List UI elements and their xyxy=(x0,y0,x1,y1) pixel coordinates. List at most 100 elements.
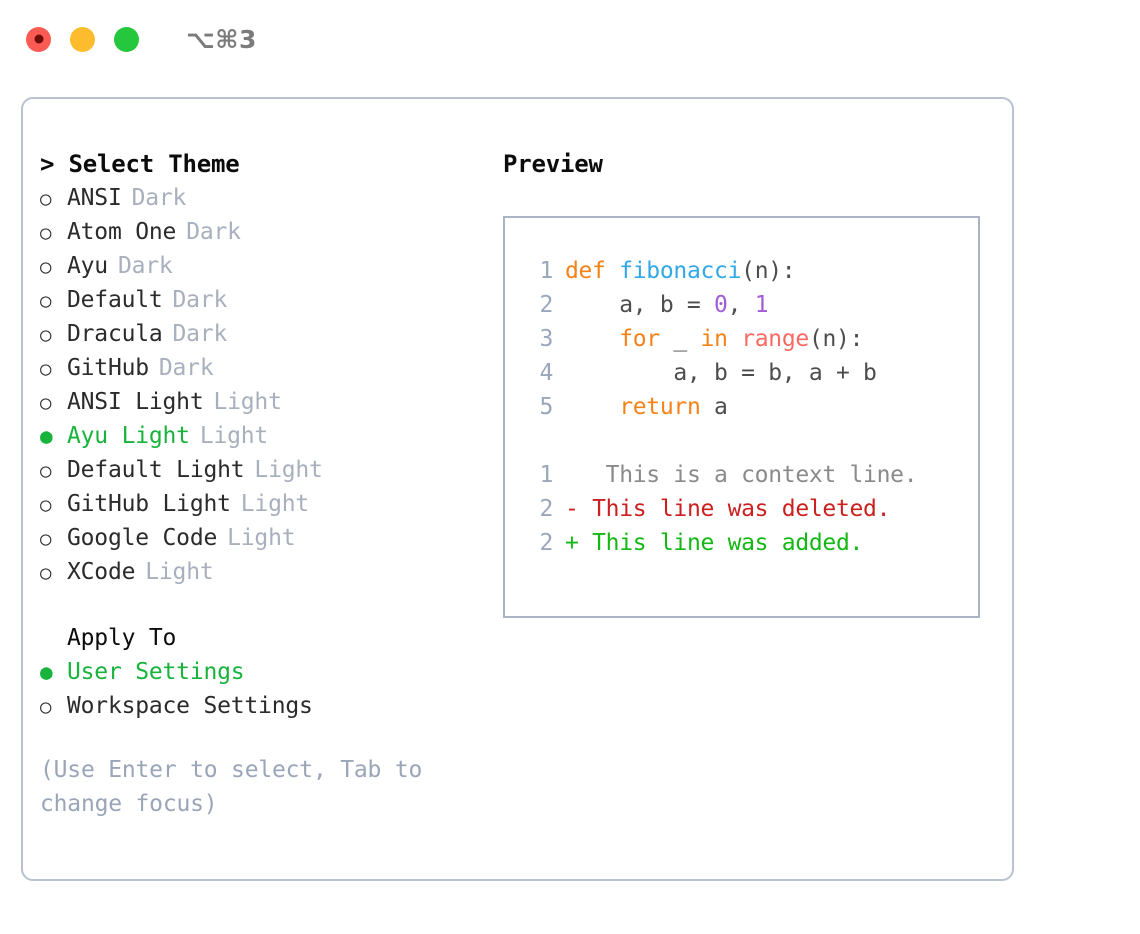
theme-variant-badge: Light xyxy=(254,457,323,483)
traffic-lights xyxy=(26,26,139,52)
radio-unselected-icon: ○ xyxy=(40,188,52,210)
theme-variant-badge: Dark xyxy=(172,287,228,313)
theme-variant-badge: Light xyxy=(240,491,310,517)
code-line-number: 1 xyxy=(539,258,553,284)
radio-unselected-icon: ○ xyxy=(40,358,52,380)
code-token-txt: (n): xyxy=(808,326,864,352)
keyboard-hint: (Use Enter to select, Tab to change focu… xyxy=(40,757,423,817)
theme-option-label: Google Code xyxy=(67,525,218,551)
radio-unselected-icon: ○ xyxy=(40,324,52,346)
diff-line-text: This is a context line. xyxy=(578,462,918,488)
code-line: 3 for _ in range(n): xyxy=(523,322,978,356)
apply-to-option-user-settings[interactable]: ● User Settings xyxy=(40,655,493,689)
theme-option-default[interactable]: ○ Default Dark xyxy=(40,283,493,317)
radio-unselected-icon: ○ xyxy=(40,528,52,550)
radio-unselected-icon: ○ xyxy=(40,562,52,584)
theme-option-label: ANSI xyxy=(67,185,122,211)
theme-variant-badge: Dark xyxy=(117,253,173,279)
code-token-kw: for xyxy=(619,326,660,352)
theme-option-label: XCode xyxy=(67,559,136,585)
theme-option-default-light[interactable]: ○ Default Light Light xyxy=(40,453,493,487)
radio-selected-icon: ● xyxy=(40,424,53,448)
code-token-txt: _ xyxy=(659,326,701,352)
theme-variant-badge: Light xyxy=(213,389,282,415)
radio-selected-icon: ● xyxy=(40,660,53,684)
theme-option-ayu-light[interactable]: ● Ayu Light Light xyxy=(40,419,493,453)
page-title: > Select Theme xyxy=(40,150,240,178)
apply-to-option-label: User Settings xyxy=(67,659,245,685)
radio-unselected-icon: ○ xyxy=(40,222,52,244)
radio-unselected-icon: ○ xyxy=(40,256,52,278)
code-line-number: 4 xyxy=(539,360,553,386)
code-token-kw: in xyxy=(700,326,728,352)
code-line-content: for _ in range(n): xyxy=(565,322,863,356)
theme-variant-badge: Dark xyxy=(158,355,214,381)
diff-line-del: 2- This line was deleted. xyxy=(523,492,978,526)
theme-option-label: Atom One xyxy=(67,219,177,245)
theme-option-atom-one[interactable]: ○ Atom One Dark xyxy=(40,215,493,249)
code-token-fn: fibonacci xyxy=(619,258,742,284)
theme-option-label: Default Light xyxy=(67,457,245,483)
code-token-txt xyxy=(565,326,619,352)
radio-unselected-icon: ○ xyxy=(40,460,52,482)
diff-line-text: This line was deleted. xyxy=(578,496,891,522)
close-icon[interactable] xyxy=(26,26,51,52)
apply-to-option-workspace-settings[interactable]: ○Workspace Settings xyxy=(40,689,493,723)
code-token-txt: a xyxy=(700,394,728,420)
minimize-icon[interactable] xyxy=(70,26,95,52)
theme-variant-badge: Light xyxy=(199,423,269,449)
diff-line-add: 2+ This line was added. xyxy=(523,526,978,560)
preview-heading: Preview xyxy=(503,150,603,178)
diff-line-ctx: 1 This is a context line. xyxy=(523,458,978,492)
diff-line-number: 2 xyxy=(539,530,553,556)
theme-option-label: Dracula xyxy=(67,321,163,347)
code-token-txt: , xyxy=(727,292,755,318)
code-line: 4 a, b = b, a + b xyxy=(523,356,978,390)
theme-variant-badge: Dark xyxy=(186,219,241,245)
radio-unselected-icon: ○ xyxy=(40,696,52,718)
theme-option-label: GitHub Light xyxy=(67,491,231,517)
theme-option-label: Default xyxy=(67,287,163,313)
theme-option-github-light[interactable]: ○ GitHub Light Light xyxy=(40,487,493,521)
code-line: 1 def fibonacci(n): xyxy=(523,254,978,288)
code-token-kw: return xyxy=(619,394,701,420)
code-token-num: 1 xyxy=(754,292,769,318)
code-line-number: 2 xyxy=(539,292,553,318)
code-line-content: return a xyxy=(565,390,728,424)
apply-to-heading: Apply To xyxy=(67,625,177,651)
code-line-number: 3 xyxy=(539,326,553,352)
diff-marker: - xyxy=(565,496,579,522)
code-token-txt: (n): xyxy=(741,258,796,284)
radio-unselected-icon: ○ xyxy=(40,494,52,516)
apply-to-list: ● User Settings ○Workspace Settings xyxy=(40,655,493,723)
theme-option-ayu[interactable]: ○ Ayu Dark xyxy=(40,249,493,283)
code-line-number: 5 xyxy=(539,394,553,420)
code-line-content: def fibonacci(n): xyxy=(565,254,796,288)
maximize-icon[interactable] xyxy=(114,26,139,52)
code-token-txt xyxy=(728,326,742,352)
radio-unselected-icon: ○ xyxy=(40,290,52,312)
code-token-txt xyxy=(565,394,619,420)
window-titlebar: ⌥⌘3 xyxy=(0,0,1140,78)
window-title: ⌥⌘3 xyxy=(186,24,257,54)
code-token-num: 0 xyxy=(714,292,728,318)
code-token-txt: a, b = xyxy=(565,292,715,318)
diff-marker xyxy=(565,458,579,492)
diff-marker: + xyxy=(565,530,579,556)
theme-option-label: Ayu xyxy=(67,253,108,279)
code-token-kw: def xyxy=(565,258,620,284)
diff-line-number: 2 xyxy=(539,496,553,522)
theme-option-label: Ayu Light xyxy=(67,423,190,449)
